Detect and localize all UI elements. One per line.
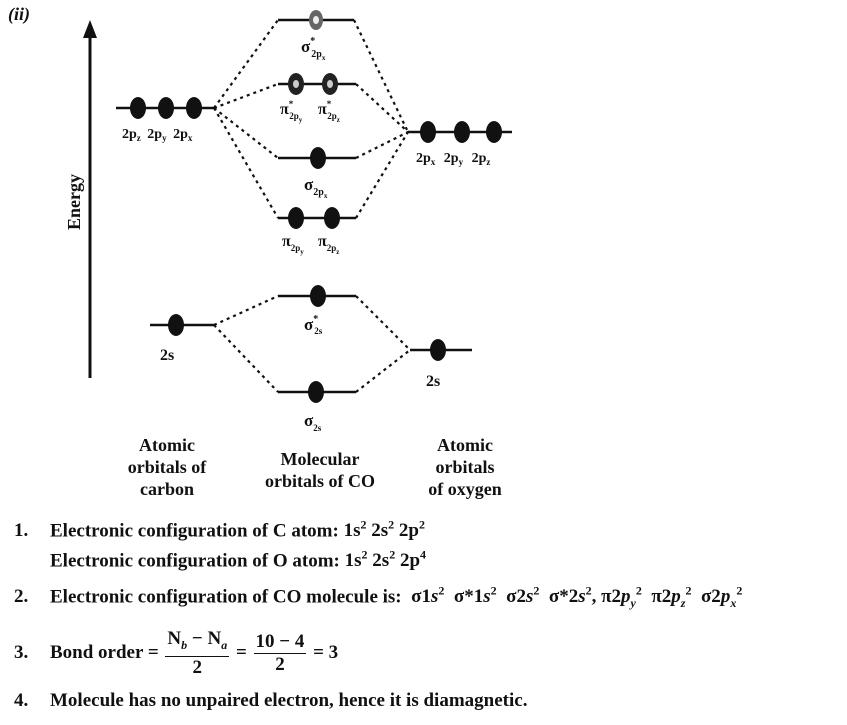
energy-axis-label: Energy: [64, 174, 84, 230]
carbon-2p-level: [116, 97, 214, 119]
carbon-2p-label: 2pz 2py 2px: [122, 127, 193, 145]
electron: [430, 339, 446, 361]
pi-bonding-level: [278, 207, 356, 229]
sigma-2s-level: [278, 381, 356, 403]
electron: [288, 207, 304, 229]
bond-order-fraction: Nb − Na 2: [165, 628, 230, 678]
c-config-value: 1s2 2s2 2p2: [343, 518, 425, 542]
oxygen-caption: Atomic orbitals of oxygen: [428, 435, 502, 499]
electron: [130, 97, 146, 119]
molecule-caption: Molecular orbitals of CO: [265, 449, 375, 491]
electron: [310, 285, 326, 307]
electron: [168, 314, 184, 336]
oxygen-2p-level: [408, 121, 512, 143]
oxygen-2s-level: [410, 339, 472, 361]
pi-2pz-label: π2pz: [318, 233, 339, 256]
mo-diagram: (ii) Energy 2pz 2py 2px: [8, 4, 512, 433]
note-1-o-config: Electronic configuration of O atom: 1s2 …: [50, 548, 427, 572]
electron: [186, 97, 202, 119]
sigma-star-2s-level: [278, 285, 356, 307]
sigma-star-2px-label: σ*2px: [301, 36, 326, 62]
electron: [324, 207, 340, 229]
panel-label: (ii): [8, 4, 30, 25]
carbon-2s-label: 2s: [160, 347, 174, 364]
electron: [158, 97, 174, 119]
co-config-value: σ1s2 σ*1s2 σ2s2 σ*2s2, π2py2 π2pz2 σ2px2: [406, 584, 743, 611]
electron: [310, 147, 326, 169]
note-2-co-config: 2.Electronic configuration of CO molecul…: [14, 584, 743, 611]
correlation-lines: [213, 19, 411, 393]
pi-star-2py-label: π*2py: [280, 99, 303, 124]
sigma-star-2px-level: [278, 10, 354, 30]
electron: [308, 381, 324, 403]
energy-axis: [83, 20, 97, 378]
oxygen-2s-label: 2s: [426, 373, 440, 390]
carbon-caption: Atomic orbitals of carbon: [127, 435, 207, 499]
bond-order-values: 10 − 4 2: [253, 630, 307, 675]
note-3-bond-order: 3.Bond order = Nb − Na 2 = 10 − 4 2 = 3: [14, 628, 339, 678]
o-config-value: 1s2 2s2 2p4: [344, 548, 427, 572]
carbon-2s-level: [150, 314, 214, 336]
electron: [420, 121, 436, 143]
sigma-star-2s-label: σ*2s: [304, 314, 323, 336]
sigma-2px-label: σ2px: [304, 175, 328, 200]
note-4-conclusion: 4.Molecule has no unpaired electron, hen…: [14, 690, 528, 711]
note-1-c-config: 1.Electronic configuration of C atom: 1s…: [14, 518, 425, 542]
pi-star-level: [278, 73, 356, 95]
sigma-2s-label: σ2s: [304, 411, 322, 433]
pi-star-2pz-label: π*2pz: [318, 99, 340, 124]
electron: [486, 121, 502, 143]
oxygen-2p-label: 2px 2py 2pz: [416, 151, 490, 169]
sigma-2px-level: [278, 147, 356, 169]
pi-2py-label: π2py: [282, 233, 304, 256]
electron: [454, 121, 470, 143]
